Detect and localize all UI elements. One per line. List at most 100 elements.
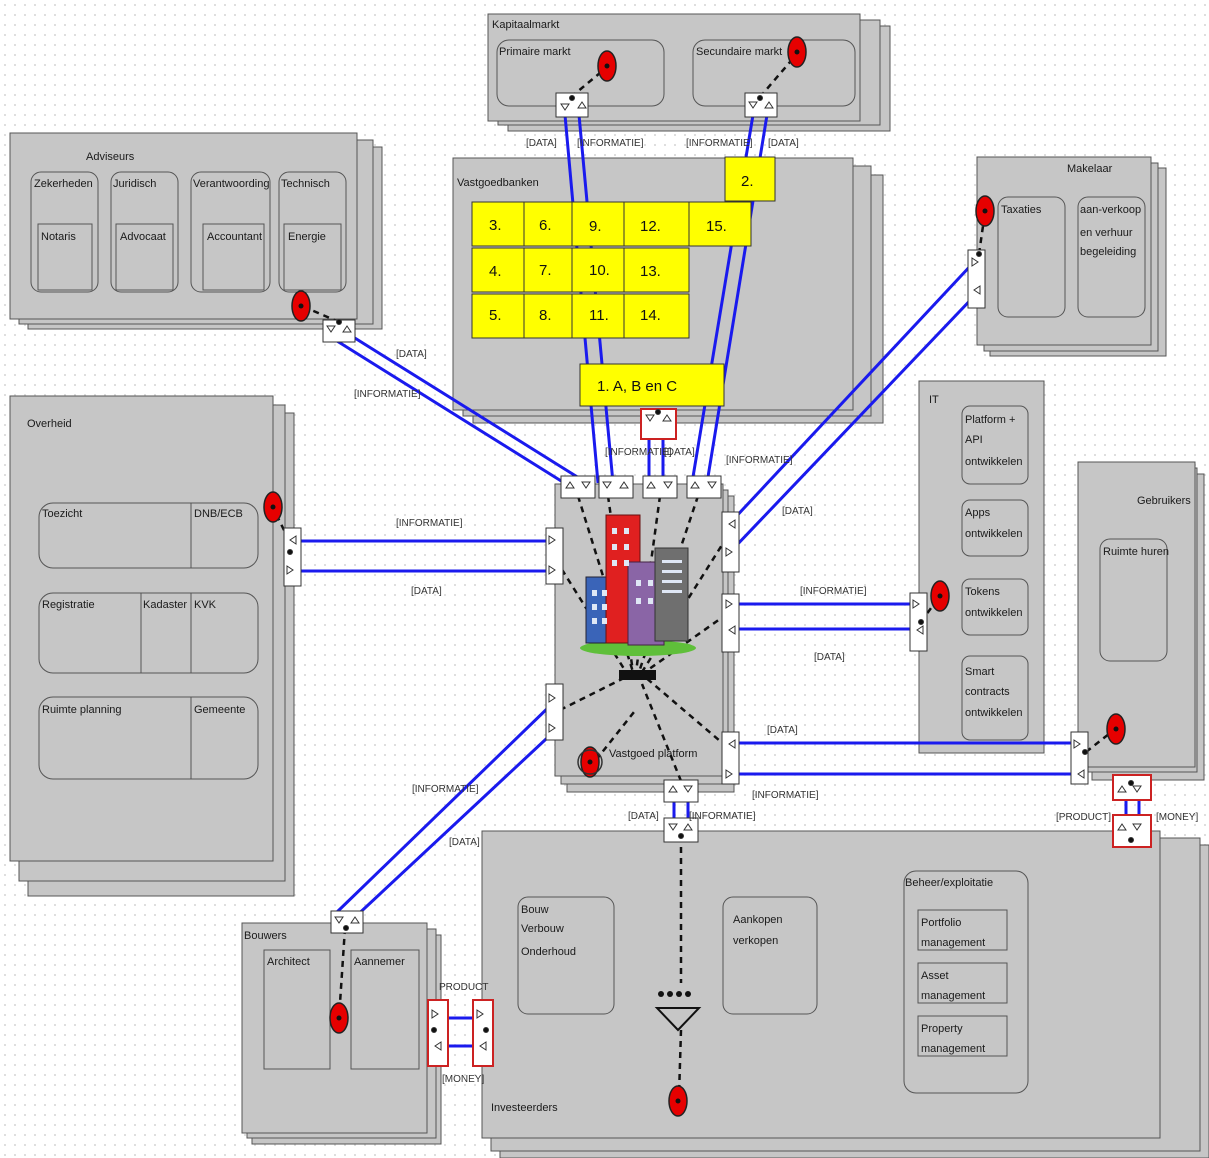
- portfolio-line1: Portfolio: [921, 917, 961, 929]
- port-icon: [968, 250, 985, 308]
- interface-dot-icon: [598, 51, 616, 81]
- makelaar-panel: Makelaar Taxaties aan-verkoop en verhuur…: [977, 157, 1166, 356]
- interface-dot-icon: [1107, 714, 1125, 744]
- flow-label: [DATA]: [767, 725, 798, 736]
- property-line1: Property: [921, 1023, 963, 1035]
- aanverkoop-line1: aan-verkoop: [1080, 204, 1141, 216]
- asset-line2: management: [921, 990, 985, 1002]
- port-icon: [428, 1000, 448, 1066]
- port-icon: [1113, 775, 1151, 800]
- cell-label: 10.: [589, 262, 610, 279]
- flow-label: [DATA]: [664, 447, 695, 458]
- port-icon: [556, 93, 588, 117]
- ruimte-planning-label: Ruimte planning: [42, 704, 122, 716]
- gemeente-label: Gemeente: [194, 704, 245, 716]
- port-icon: [546, 528, 563, 584]
- it-platform-line2: API: [965, 434, 983, 446]
- port-icon: [1071, 732, 1088, 784]
- kvk-label: KVK: [194, 599, 217, 611]
- aannemer-label: Aannemer: [354, 956, 405, 968]
- adviseurs-title: Adviseurs: [86, 151, 135, 163]
- flow-label: [DATA]: [396, 349, 427, 360]
- port-icon: [664, 780, 698, 802]
- cell-1abc-label: 1. A, B en C: [597, 378, 677, 395]
- registratie-label: Registratie: [42, 599, 95, 611]
- overheid-panel: Overheid Toezicht DNB/ECB Registratie Ka…: [10, 396, 294, 896]
- it-smart-line2: contracts: [965, 686, 1010, 698]
- technisch-label: Technisch: [281, 178, 330, 190]
- flow-label: [INFORMATIE]: [396, 518, 463, 529]
- cell-label: 13.: [640, 263, 661, 280]
- portfolio-line2: management: [921, 937, 985, 949]
- ruimte-huren-label: Ruimte huren: [1103, 546, 1169, 558]
- flow-label: [MONEY]: [442, 1074, 484, 1085]
- port-icon: [745, 93, 777, 117]
- zekerheden-label: Zekerheden: [34, 178, 93, 190]
- port-icon: [643, 476, 677, 498]
- bouwers-title: Bouwers: [244, 930, 287, 942]
- taxaties-label: Taxaties: [1001, 204, 1042, 216]
- secundaire-markt-label: Secundaire markt: [696, 46, 782, 58]
- cell-label: 7.: [539, 262, 552, 279]
- flow-label: [INFORMATIE]: [689, 811, 756, 822]
- makelaar-title: Makelaar: [1067, 163, 1113, 175]
- overheid-title: Overheid: [27, 418, 72, 430]
- port-icon: [1113, 815, 1151, 847]
- it-tokens-line2: ontwikkelen: [965, 607, 1022, 619]
- cell-label: 12.: [640, 218, 661, 235]
- interface-dot-icon: [976, 196, 994, 226]
- flow-label: [INFORMATIE]: [752, 790, 819, 801]
- interface-dot-icon: [931, 581, 949, 611]
- flow-label: [INFORMATIE]: [577, 138, 644, 149]
- investeerders-title: Investeerders: [491, 1102, 558, 1114]
- cell-label: 4.: [489, 263, 502, 280]
- dnb-label: DNB/ECB: [194, 508, 243, 520]
- it-panel: IT Platform + API ontwikkelen Apps ontwi…: [919, 381, 1044, 753]
- port-icon: [641, 409, 676, 439]
- kapitaalmarkt-panel: Kapitaalmarkt Primaire markt Secundaire …: [488, 14, 890, 131]
- flow-label: [INFORMATIE]: [354, 389, 421, 400]
- it-platform-line3: ontwikkelen: [965, 456, 1022, 468]
- cell-label: 3.: [489, 217, 502, 234]
- port-icon: [561, 476, 595, 498]
- interface-dot-icon: [264, 492, 282, 522]
- it-apps-line1: Apps: [965, 507, 991, 519]
- gebruikers-title: Gebruikers: [1137, 495, 1191, 507]
- bouw-line1: Bouw: [521, 904, 549, 916]
- it-title: IT: [929, 394, 939, 406]
- it-apps-line2: ontwikkelen: [965, 528, 1022, 540]
- interface-dot-icon: [788, 37, 806, 67]
- cell-label: 14.: [640, 307, 661, 324]
- cell-2-label: 2.: [741, 173, 754, 190]
- advocaat-label: Advocaat: [120, 231, 166, 243]
- flow-label: [DATA]: [411, 586, 442, 597]
- vastgoedbanken-title: Vastgoedbanken: [457, 177, 539, 189]
- port-icon: [331, 911, 363, 933]
- interface-dot-icon: [292, 291, 310, 321]
- port-icon: [323, 320, 355, 343]
- flow-label: [DATA]: [782, 506, 813, 517]
- aankopen-line2: verkopen: [733, 935, 778, 947]
- kapitaalmarkt-title: Kapitaalmarkt: [492, 19, 559, 31]
- flow-label: [INFORMATIE]: [800, 586, 867, 597]
- notaris-label: Notaris: [41, 231, 76, 243]
- flow-label: [DATA]: [449, 837, 480, 848]
- port-icon: [722, 732, 739, 784]
- it-tokens-line1: Tokens: [965, 586, 1000, 598]
- flow-label: [INFORMATIE]: [726, 455, 793, 466]
- primaire-markt-label: Primaire markt: [499, 46, 571, 58]
- platform-title: Vastgoed platform: [609, 748, 697, 760]
- cell-label: 15.: [706, 218, 727, 235]
- flow-label: [INFORMATIE]: [605, 447, 672, 458]
- verantwoording-label: Verantwoording: [193, 178, 269, 190]
- flow-label: [DATA]: [526, 138, 557, 149]
- port-icon: [284, 528, 301, 586]
- accountant-label: Accountant: [207, 231, 262, 243]
- port-icon: [599, 476, 633, 498]
- adviseurs-panel: Adviseurs Zekerheden Notaris Juridisch A…: [10, 133, 382, 329]
- architect-label: Architect: [267, 956, 310, 968]
- energie-label: Energie: [288, 231, 326, 243]
- toezicht-label: Toezicht: [42, 508, 82, 520]
- flow-label: [INFORMATIE]: [686, 138, 753, 149]
- aanverkoop-line2: en verhuur: [1080, 227, 1133, 239]
